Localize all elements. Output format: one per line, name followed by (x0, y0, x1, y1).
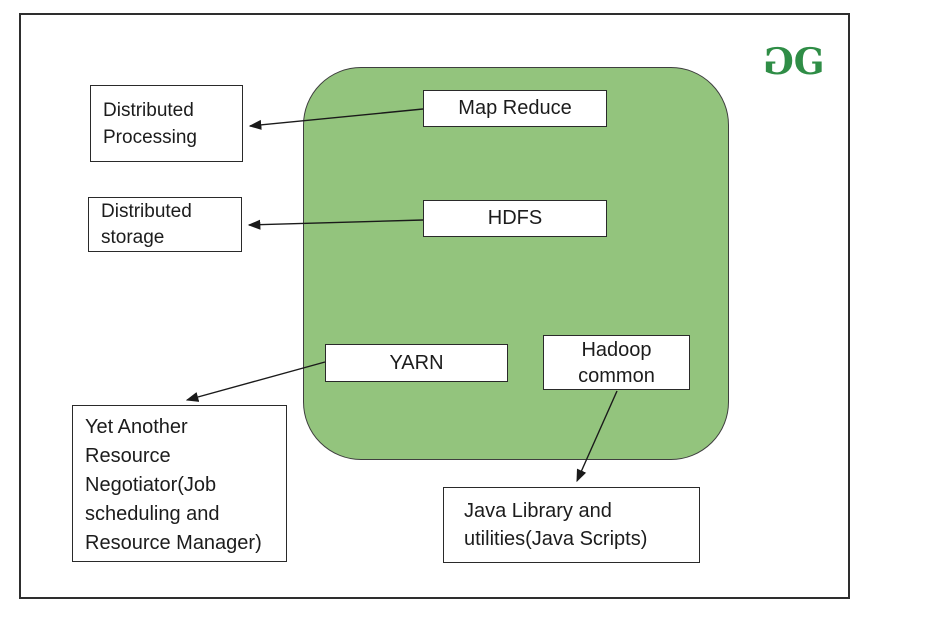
box-hdfs: HDFS (423, 200, 607, 237)
box-java-library-line: utilities(Java Scripts) (464, 528, 648, 550)
box-yarn-description-line: scheduling and (85, 503, 220, 525)
box-yarn-description: Yet Another Resource Negotiator(Job sche… (72, 405, 287, 562)
box-yarn-description-line: Resource Manager) (85, 532, 262, 554)
box-distributed-processing-line: Distributed (103, 99, 194, 121)
box-java-library-line: Java Library and (464, 500, 612, 522)
box-map-reduce: Map Reduce (423, 90, 607, 127)
geeksforgeeks-logo-g2: G (793, 41, 825, 83)
box-hadoop-common-line: Hadoop (581, 338, 652, 361)
box-java-library: Java Library and utilities(Java Scripts) (443, 487, 700, 563)
box-distributed-storage: Distributed storage (88, 197, 242, 252)
box-map-reduce-label: Map Reduce (458, 97, 572, 119)
box-hadoop-common: Hadoop common (543, 335, 690, 390)
hadoop-container-shape (303, 67, 729, 460)
box-distributed-processing: Distributed Processing (90, 85, 243, 162)
box-yarn-description-line: Negotiator(Job (85, 474, 217, 496)
box-yarn-description-line: Resource (85, 445, 171, 467)
box-distributed-processing-line: Processing (103, 126, 197, 148)
box-yarn-description-line: Yet Another (85, 416, 188, 438)
box-hadoop-common-line: common (578, 364, 655, 387)
box-hdfs-label: HDFS (487, 207, 543, 229)
box-yarn-label: YARN (389, 351, 444, 374)
box-yarn: YARN (325, 344, 508, 382)
geeksforgeeks-logo: GG (765, 41, 825, 83)
box-distributed-storage-line: storage (101, 226, 165, 248)
box-distributed-storage-line: Distributed (101, 200, 192, 222)
geeksforgeeks-logo-g1: G (765, 41, 794, 83)
